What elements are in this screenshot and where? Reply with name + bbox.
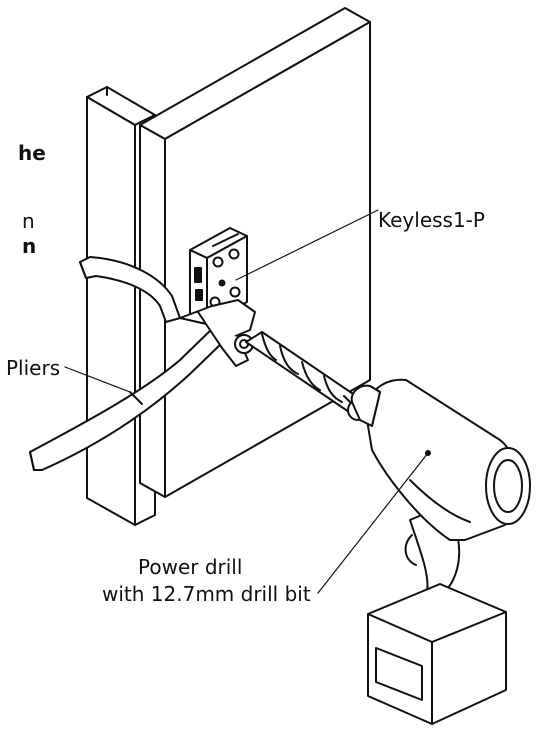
cropped-instruction-fragment-3: n bbox=[22, 234, 37, 258]
drill-leader-line bbox=[317, 452, 429, 594]
pliers-illustration bbox=[29, 256, 256, 471]
drill-bit-label: with 12.7mm drill bit bbox=[102, 582, 311, 606]
drill-leader-dot bbox=[425, 450, 431, 456]
pliers-label: Pliers bbox=[6, 356, 61, 380]
cropped-instruction-fragment-2: n bbox=[22, 209, 35, 233]
leader-lines bbox=[64, 209, 429, 594]
cropped-instruction-fragment-1: he bbox=[18, 141, 46, 165]
pliers-leader-line bbox=[64, 366, 131, 393]
keyless-leader-line bbox=[235, 209, 379, 281]
power-drill-illustration bbox=[350, 378, 531, 725]
power-drill-label: Power drill bbox=[138, 555, 243, 579]
keyless-label: Keyless1-P bbox=[378, 208, 485, 232]
keyless-lock-illustration bbox=[189, 227, 248, 325]
